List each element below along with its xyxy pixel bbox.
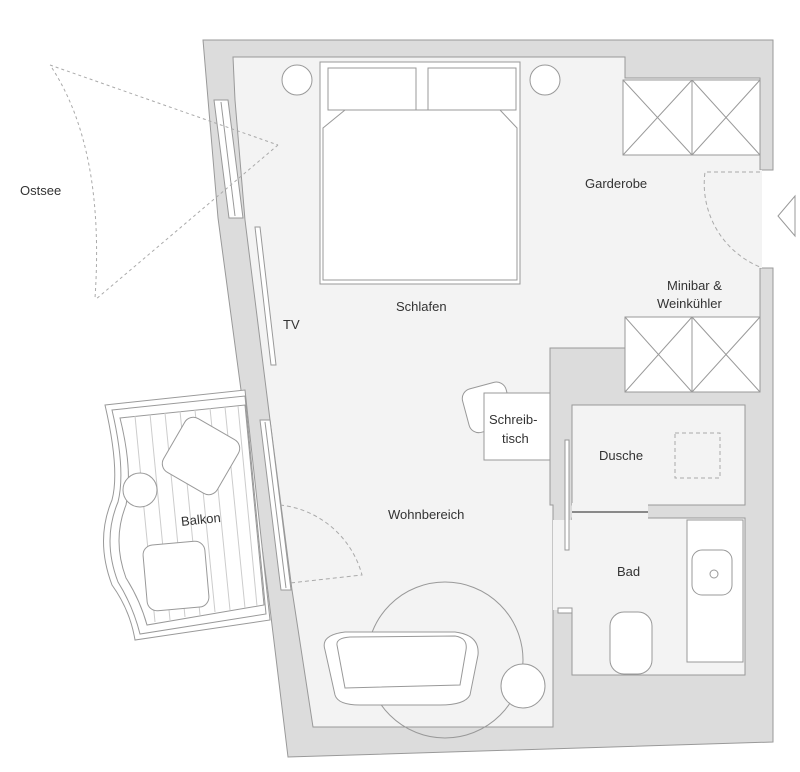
label-weinkuehler: Weinkühler	[657, 296, 722, 311]
label-tv: TV	[283, 317, 300, 332]
desk	[483, 392, 551, 461]
balcony-table	[122, 472, 158, 508]
nightstand-left	[281, 64, 313, 96]
label-minibar: Minibar &	[667, 278, 722, 293]
sea-view-indicator	[49, 64, 279, 301]
balcony-door-swing	[279, 504, 363, 584]
sink	[691, 549, 733, 596]
label-bad: Bad	[617, 564, 640, 579]
nightstand-right	[529, 64, 561, 96]
entrance-arrow-icon	[777, 194, 796, 238]
label-desk-2: tisch	[502, 431, 529, 446]
tv-unit	[254, 226, 277, 366]
label-balkon: Balkon	[180, 510, 221, 529]
shower-tray	[674, 432, 721, 479]
balcony-chair-top	[161, 416, 241, 496]
label-dusche: Dusche	[599, 448, 643, 463]
entrance-door-swing	[703, 171, 761, 268]
side-table	[500, 663, 546, 709]
label-schlafen: Schlafen	[396, 299, 447, 314]
label-desk-1: Schreib-	[489, 412, 537, 427]
balcony-chair-bottom	[142, 540, 210, 612]
minibar-cabinet	[624, 316, 761, 393]
double-bed	[319, 61, 521, 285]
label-garderobe: Garderobe	[585, 176, 647, 191]
wardrobe	[622, 79, 761, 156]
label-ostsee: Ostsee	[20, 183, 61, 198]
shower-room	[571, 404, 746, 506]
balcony	[103, 389, 271, 641]
toilet	[609, 611, 653, 675]
label-wohnbereich: Wohnbereich	[388, 507, 464, 522]
